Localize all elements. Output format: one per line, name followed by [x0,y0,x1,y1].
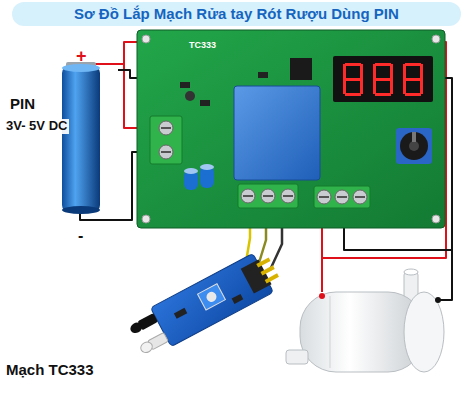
board-name: TC333 [189,40,216,50]
display-segment [345,93,361,96]
display-segment [360,64,363,79]
display-segment [375,63,391,66]
display-segment [403,64,406,79]
plus-sign: + [76,46,87,67]
display-segment [405,63,421,66]
display-segment [375,93,391,96]
terminal-screw [335,190,349,204]
terminal-screw [353,190,367,204]
display-segment [345,63,361,66]
display-segment [373,64,376,79]
display-segment [390,79,393,94]
terminal-screw [241,189,255,203]
terminal-screw [261,189,275,203]
voltage-label: 3V- 5V DC [4,119,69,134]
display-segment [345,78,361,81]
terminal-screw [281,189,295,203]
battery [62,62,100,214]
water-pump [286,269,444,372]
terminal-screw [317,190,331,204]
title: Sơ Đồ Lắp Mạch Rửa tay Rót Rượu Dùng PIN [74,5,399,22]
display-segment [373,79,376,94]
display-segment [403,79,406,94]
battery-label: PIN [8,95,37,112]
display-segment [375,78,391,81]
ir-sensor [126,248,284,360]
display-segment [420,64,423,79]
display-segment [343,79,346,94]
tc333-board [137,30,445,228]
title-band [12,2,461,26]
display-segment [390,64,393,79]
display-segment [343,64,346,79]
display-segment [405,93,421,96]
display-segment [405,78,421,81]
minus-sign: - [78,227,83,245]
caption-label: Mạch TC333 [6,361,94,378]
display-segment [420,79,423,94]
display-segment [360,79,363,94]
circuit-board: TC333 [137,30,445,228]
